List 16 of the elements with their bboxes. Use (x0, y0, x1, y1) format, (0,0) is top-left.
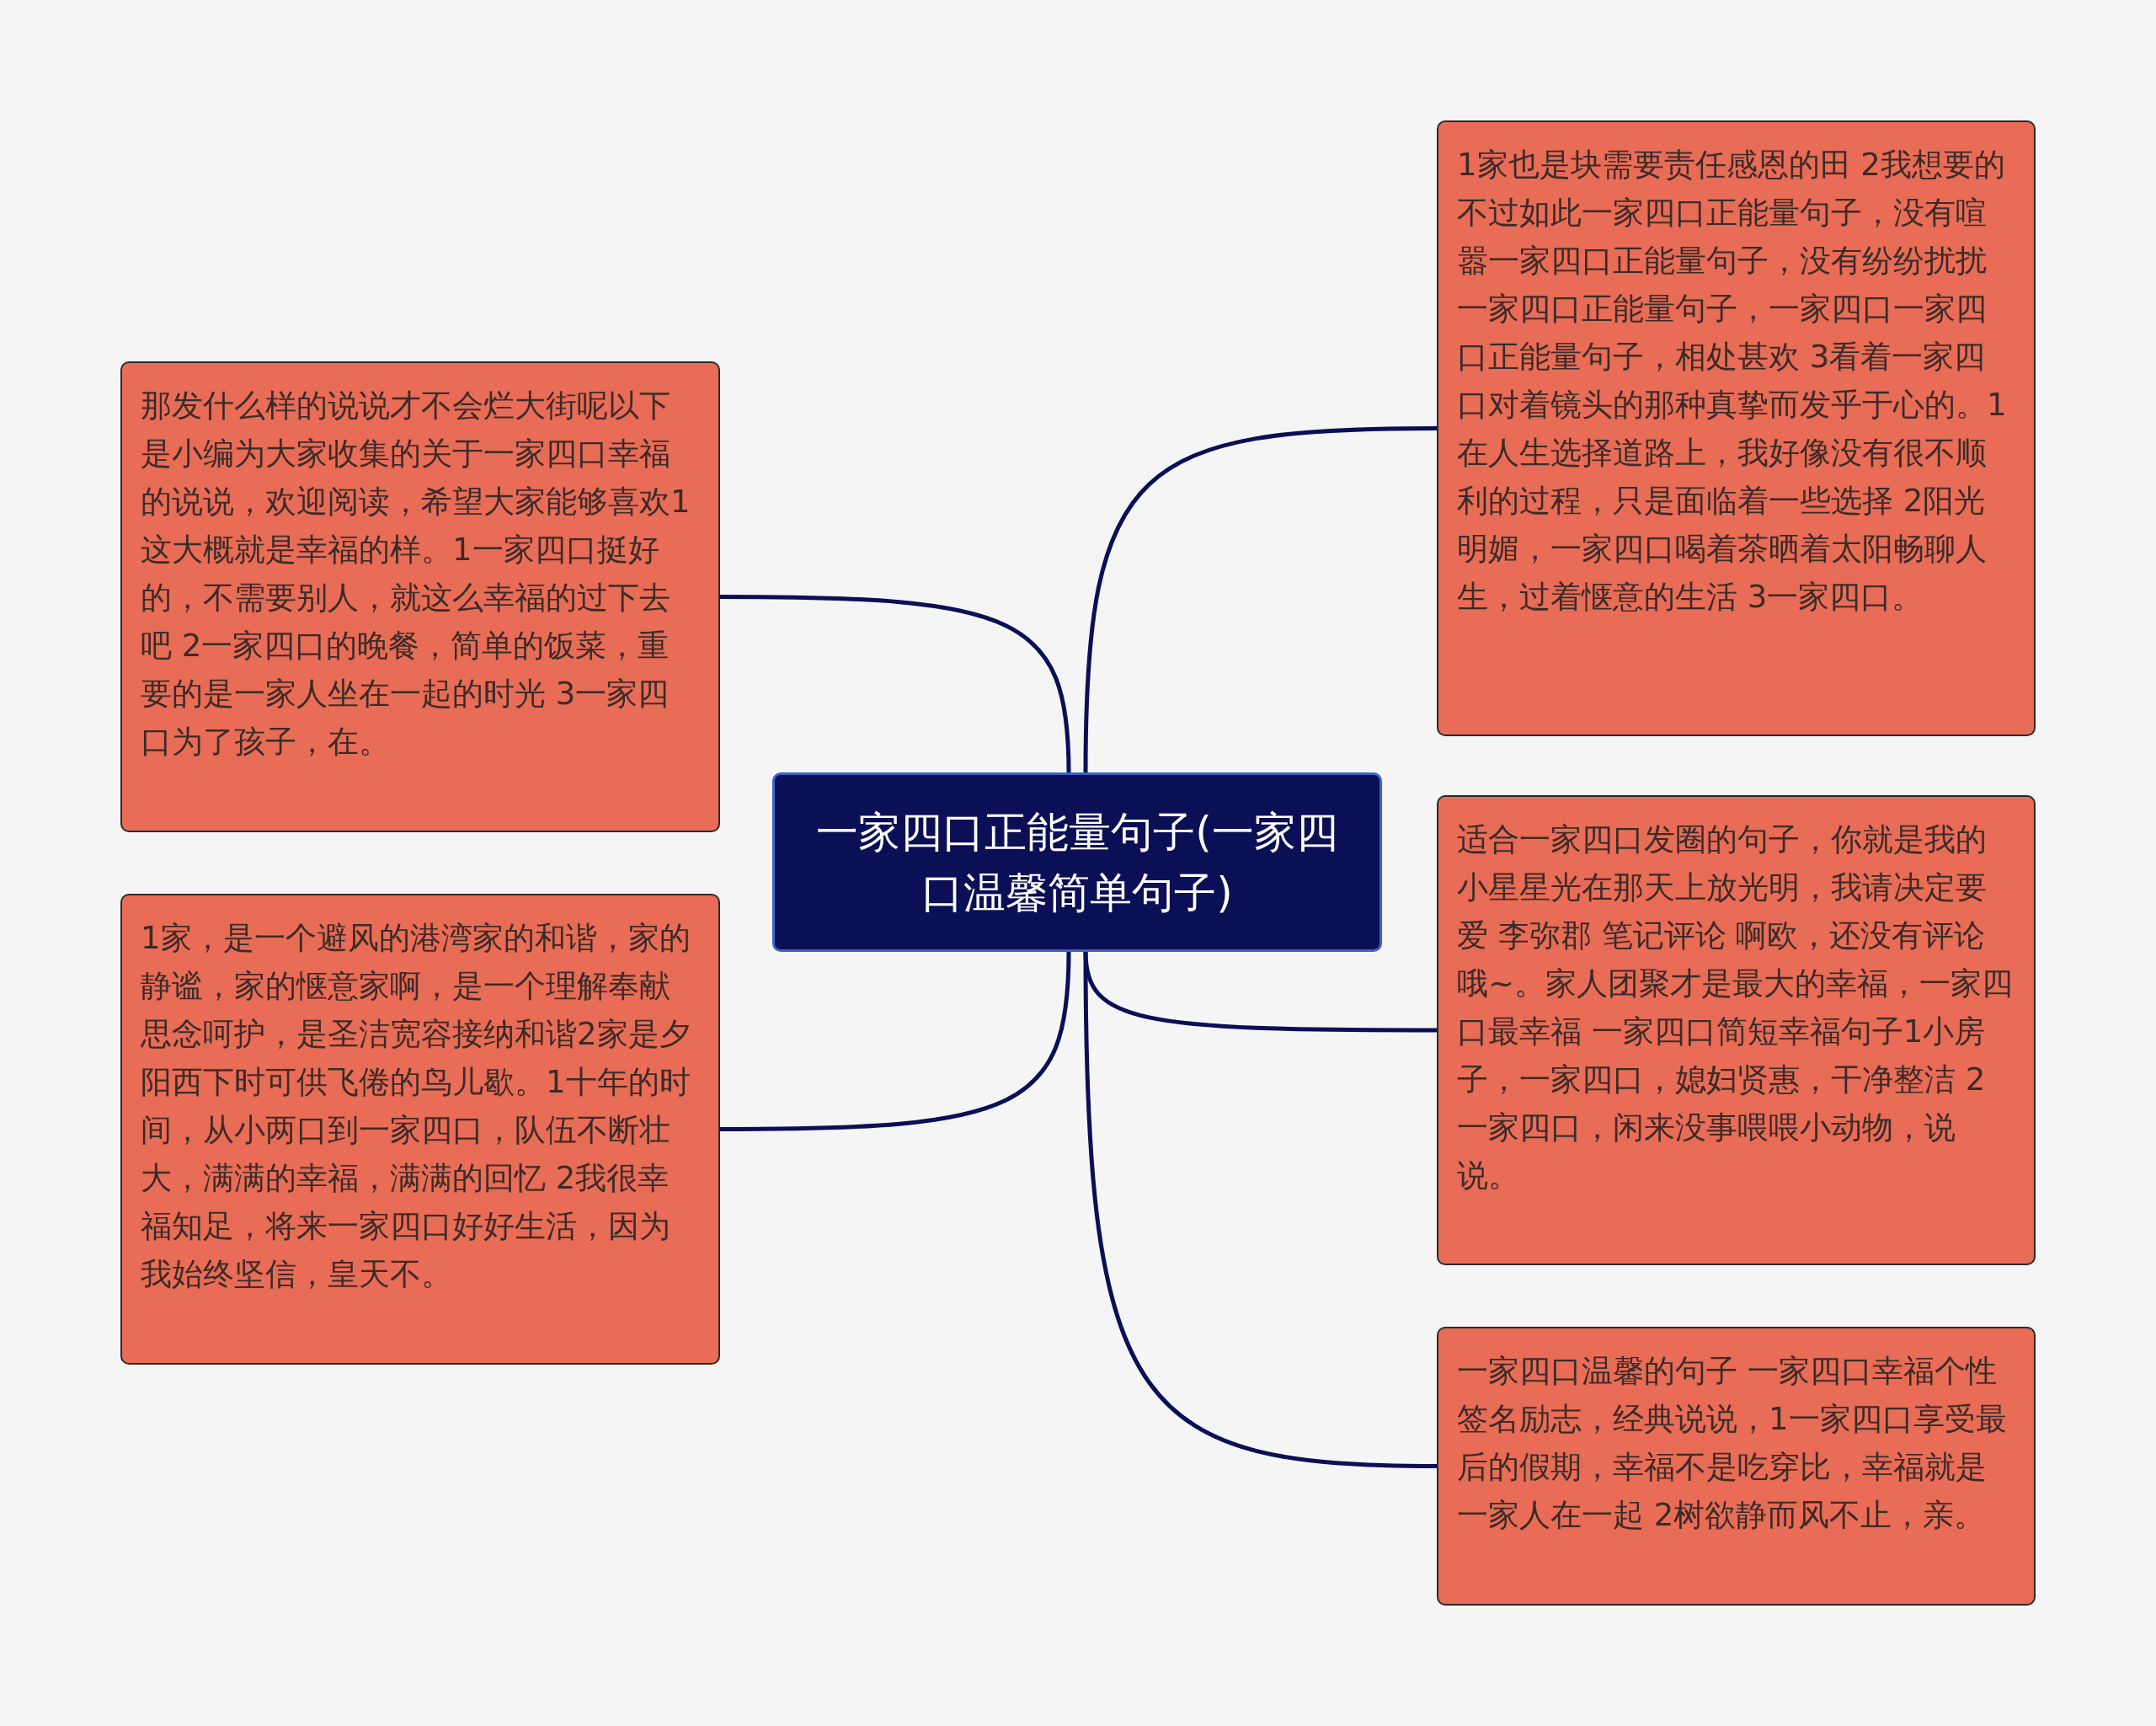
connector-line (720, 951, 1071, 1131)
text-box (1437, 1327, 2036, 1606)
paragraph: 1家也是块需要责任感恩的田 2我想要的不过如此一家四口正能量句子，没有喧嚣一家四口正能量句子，没有纷纷扰扰一家四口正能量句子，一家四口一家四口正能量句子，相处甚欢 3看着一家四口对着镜头的那种真挚而发乎于心的。1在人生选择道路上，我好像没有很不顺利的过程，只是面临着一些选择 2阳光明媚，一家四口喝着茶晒着太阳畅聊人生，过着惬意的生活 3一家四口。 (1457, 147, 2007, 615)
paragraph: 一家四口温馨的句子 一家四口幸福个性签名励志，经典说说，1一家四口享受最后的假期，幸福不是吃穿比，幸福就是一家人在一起 2树欲静而风不止，亲。 (1457, 1353, 2007, 1533)
paragraph: 那发什么样的说说才不会烂大街呢以下是小编为大家收集的关于一家四口幸福的说说，欢迎阅读，希望大家能够喜欢1这大概就是幸福的样。1一家四口挺好的，不需要别人，就这么幸福的过下去吧 2一家四口的晚餐，简单的饭菜，重要的是一家人坐在一起的时光 3一家四口为了孩子，在。 (141, 387, 691, 760)
text-box (1437, 795, 2036, 1265)
text-box (120, 361, 720, 832)
topic-box (772, 772, 1382, 952)
connector-line (1083, 951, 1438, 1468)
connector-line (1083, 426, 1438, 773)
connector-line (720, 595, 1071, 773)
text-box (1437, 120, 2036, 736)
topic-title: 一家四口正能量句子(一家四口温馨简单句子) (815, 806, 1339, 919)
paragraph: 适合一家四口发圈的句子，你就是我的小星星光在那天上放光明，我请决定要爱 李弥郡 笔记评论 啊欧，还没有评论哦~。家人团聚才是最大的幸福，一家四口最幸福 一家四口简短幸福句子1小房子，一家四口，媳妇贤惠，干净整洁 2一家四口，闲来没事喂喂小动物，说说。 (1457, 821, 2013, 1194)
text-box (120, 894, 720, 1365)
paragraph: 1家，是一个避风的港湾家的和谐，家的静谧，家的惬意家啊，是一个理解奉献思念呵护，是圣洁宽容接纳和谐2家是夕阳西下时可供飞倦的鸟儿歇。1十年的时间，从小两口到一家四口，队伍不断壮大，满满的幸福，满满的回忆 2我很幸福知足，将来一家四口好好生活，因为我始终坚信，皇天不。 (141, 920, 691, 1292)
